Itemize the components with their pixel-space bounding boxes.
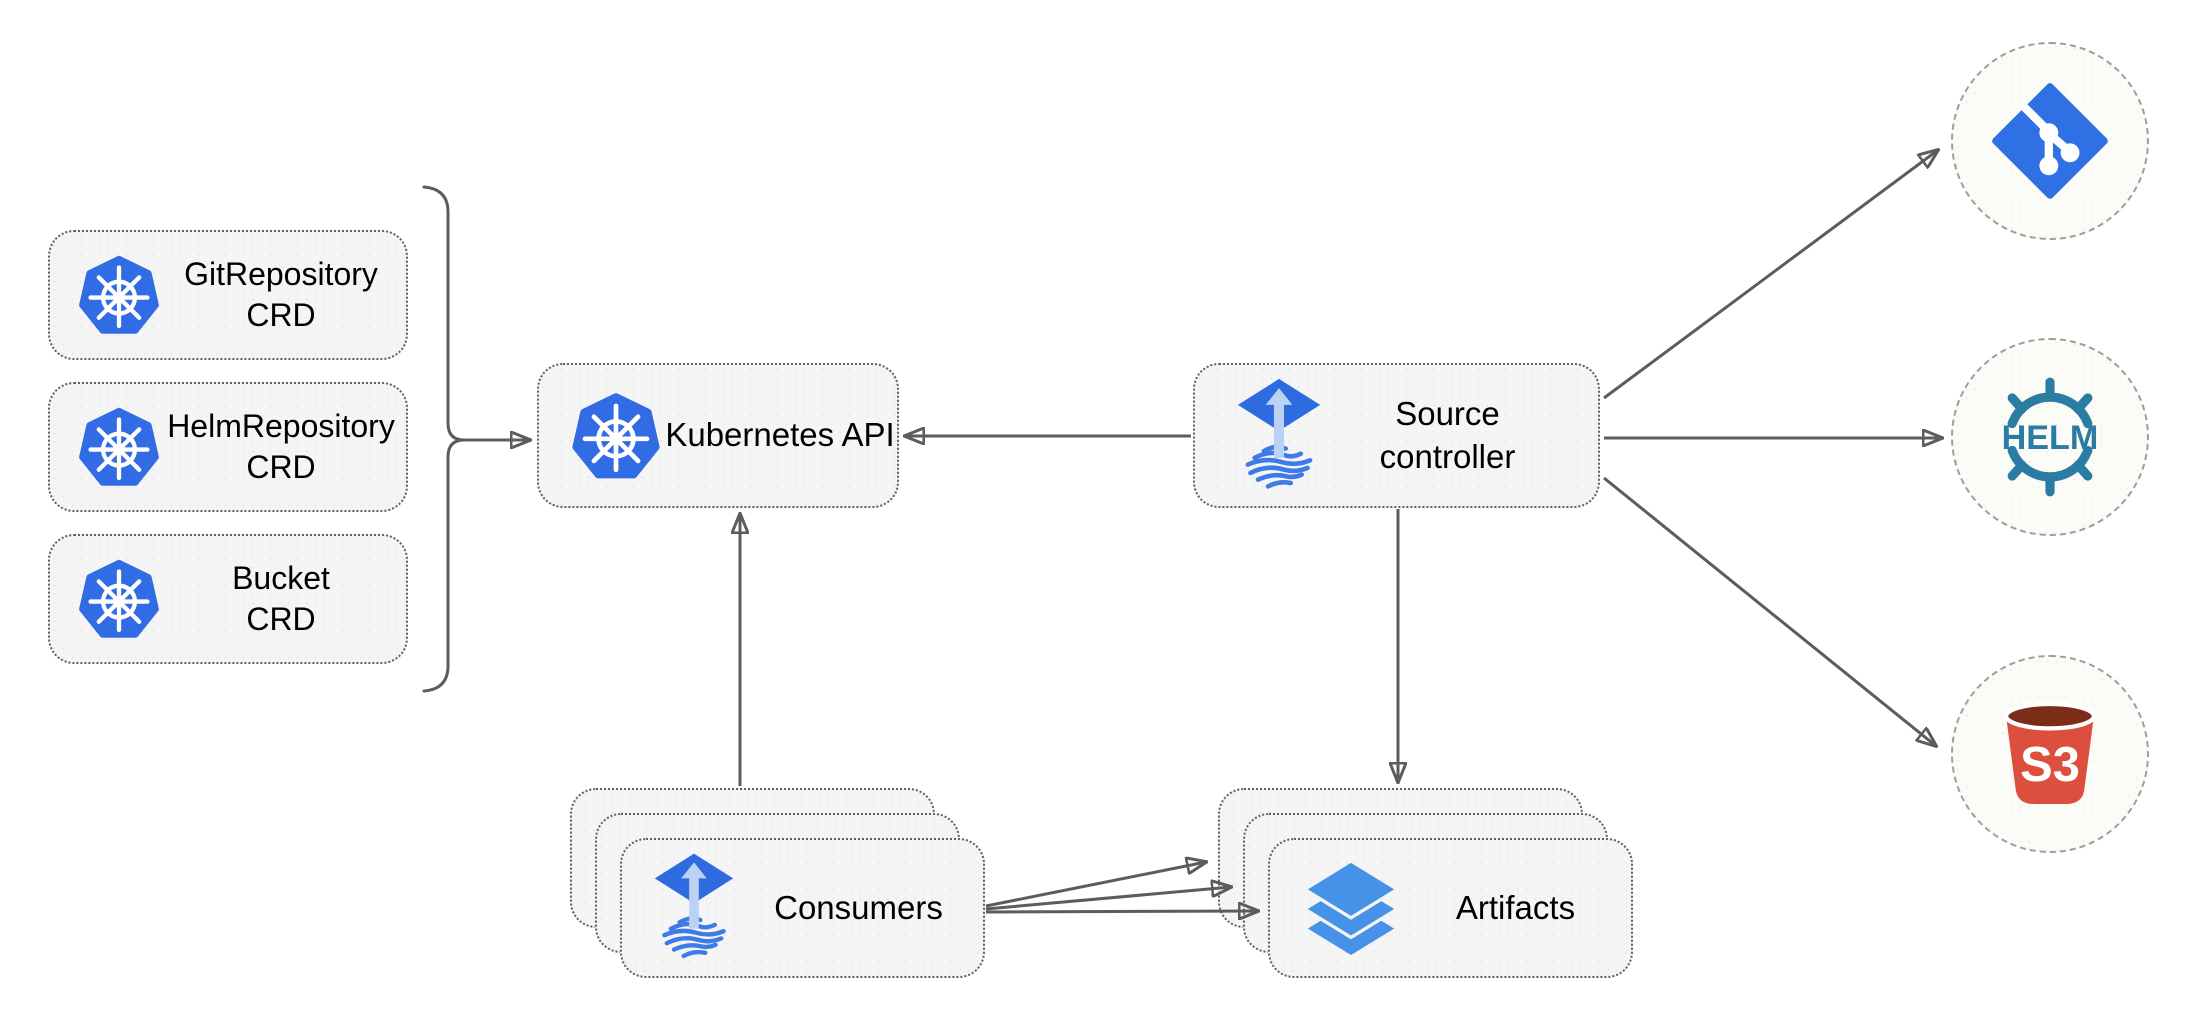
git-source-node xyxy=(1951,42,2149,240)
source-controller-node: Source controller xyxy=(1193,363,1600,508)
node-subtitle: CRD xyxy=(246,297,316,333)
helm-source-node: HELM xyxy=(1951,338,2149,536)
helm-icon: HELM xyxy=(2002,377,2099,497)
bucket-crd-node: Bucket CRD xyxy=(48,534,408,664)
node-title: HelmRepository xyxy=(167,408,395,445)
edge-source-controller-to-git xyxy=(1603,150,1938,400)
kubernetes-icon xyxy=(79,407,159,486)
git-icon xyxy=(1992,83,2108,199)
source-controller-label: Source controller xyxy=(1321,393,1574,477)
helmrepository-crd-label: HelmRepository CRD xyxy=(162,406,406,488)
flux-icon xyxy=(1237,378,1321,489)
kubernetes-icon xyxy=(572,392,660,478)
s3-bucket-icon: S3 xyxy=(2003,701,2097,805)
node-subtitle: controller xyxy=(1379,437,1516,475)
consumers-node: Consumers xyxy=(620,838,985,978)
helm-label: HELM xyxy=(2002,419,2099,457)
consumers-label: Consumers xyxy=(774,888,943,926)
kubernetes-icon xyxy=(79,255,159,334)
s3-label: S3 xyxy=(2020,738,2080,792)
kubernetes-api-node: Kubernetes API xyxy=(537,363,899,508)
edge-consumers-to-artifacts-1 xyxy=(985,862,1206,908)
node-title: Bucket xyxy=(232,560,330,597)
crd-group-bracket xyxy=(422,185,466,693)
node-title: GitRepository xyxy=(184,256,378,293)
helmrepository-crd-node: HelmRepository CRD xyxy=(48,382,408,512)
node-subtitle: CRD xyxy=(246,601,316,637)
s3-source-node: S3 xyxy=(1951,655,2149,853)
kubernetes-api-label: Kubernetes API xyxy=(665,416,895,454)
node-subtitle: CRD xyxy=(246,449,316,485)
artifacts-label: Artifacts xyxy=(1455,888,1576,926)
gitrepository-crd-label: GitRepository CRD xyxy=(162,254,406,336)
gitrepository-crd-node: GitRepository CRD xyxy=(48,230,408,360)
node-title: Source xyxy=(1395,395,1500,433)
artifacts-layers-icon xyxy=(1307,862,1395,956)
bucket-crd-label: Bucket CRD xyxy=(162,558,406,640)
edge-consumers-to-artifacts-3 xyxy=(985,911,1258,912)
flux-icon xyxy=(654,853,734,959)
kubernetes-icon xyxy=(79,559,159,638)
artifacts-node: Artifacts xyxy=(1268,838,1633,978)
edge-source-controller-to-s3 xyxy=(1603,476,1936,746)
edge-consumers-to-artifacts-2 xyxy=(985,887,1231,911)
